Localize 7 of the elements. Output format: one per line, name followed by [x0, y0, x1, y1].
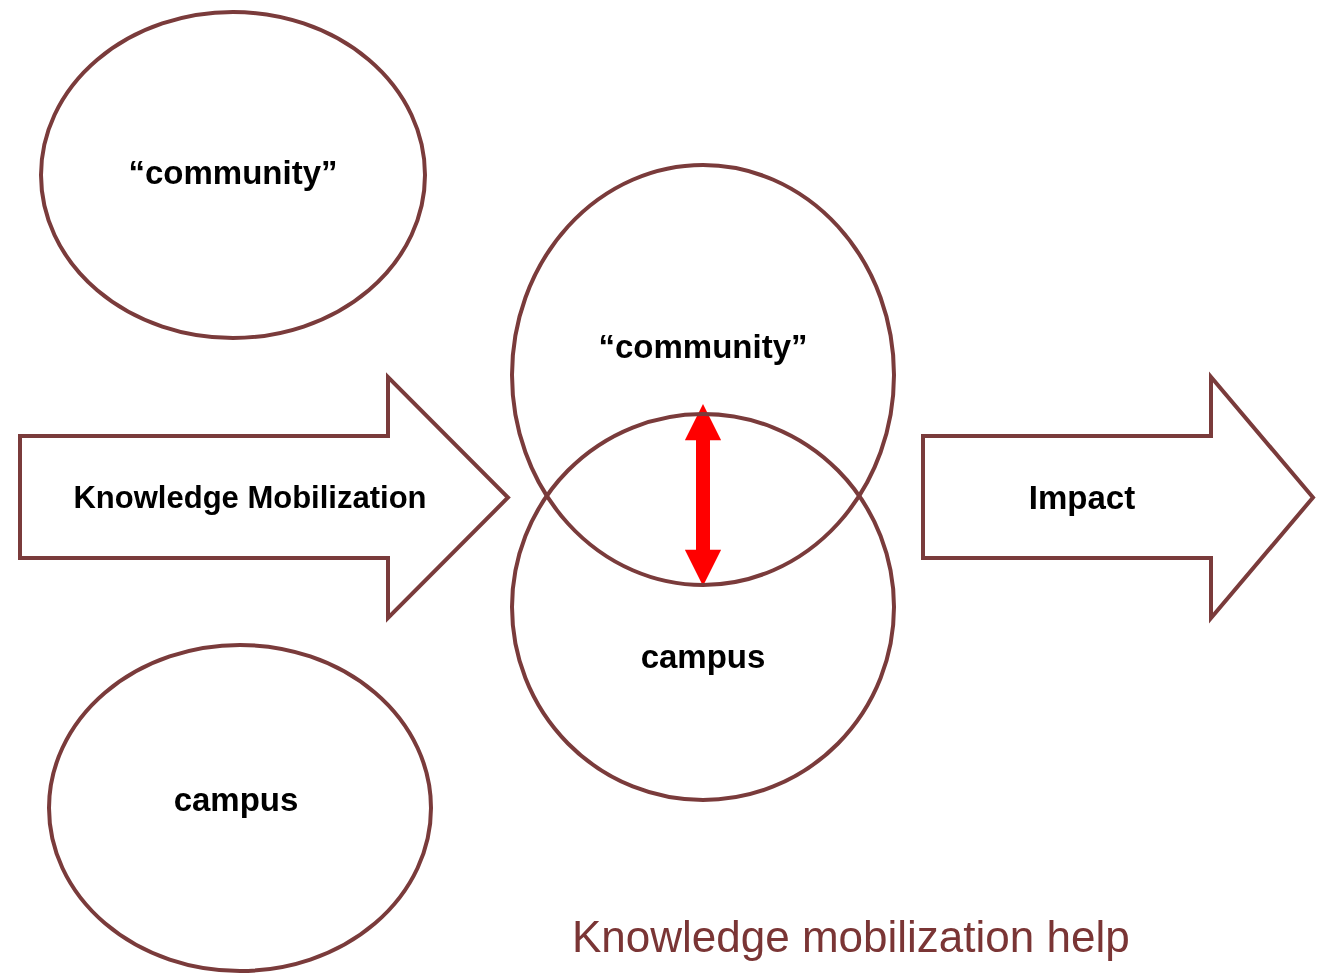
node-label: “community” [128, 154, 338, 192]
node-label: campus [640, 638, 766, 676]
node-label: Knowledge Mobilization [73, 480, 427, 516]
node-label: Impact [1028, 479, 1136, 517]
node-label: campus [173, 781, 299, 819]
caption-text: Knowledge mobilization help [572, 912, 1130, 962]
node-label: “community” [598, 328, 808, 366]
